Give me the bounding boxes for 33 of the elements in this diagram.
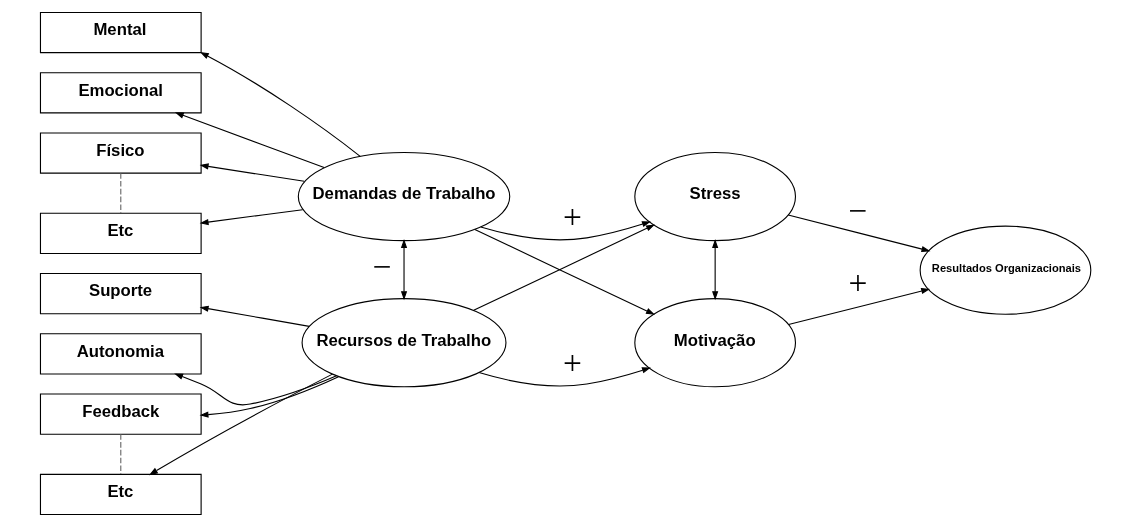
connector [120, 172, 122, 214]
arrow [199, 209, 304, 226]
node-ellipse: Stress [634, 151, 797, 242]
node-box: Emocional [39, 72, 202, 114]
arrow [480, 221, 651, 241]
arrow [148, 373, 333, 476]
edge-label: − [848, 192, 868, 230]
node-box: Etc [39, 473, 202, 516]
edge-label: − [372, 248, 392, 285]
arrow [400, 238, 408, 301]
edge-label: + [562, 343, 582, 381]
node-box: Mental [39, 11, 202, 54]
arrow [788, 288, 931, 326]
arrow [199, 376, 340, 418]
node-ellipse: Motivação [634, 298, 797, 388]
arrow [174, 373, 338, 406]
arrow [174, 112, 325, 168]
arrow [199, 163, 305, 182]
arrow [787, 214, 931, 253]
node-box: Etc [39, 212, 202, 254]
node-box: Físico [39, 132, 202, 174]
node-box: Feedback [39, 393, 202, 435]
arrow [478, 367, 651, 387]
node-ellipse: Demandas de Trabalho [297, 151, 511, 242]
edge-label: + [848, 263, 868, 301]
arrow [199, 52, 361, 157]
connector [120, 433, 122, 475]
node-box: Autonomia [39, 333, 202, 375]
arrow [199, 305, 310, 327]
arrow [712, 239, 719, 301]
node-box: Suporte [39, 273, 202, 315]
edge-label: + [562, 197, 582, 235]
node-ellipse: Recursos de Trabalho [301, 298, 507, 388]
